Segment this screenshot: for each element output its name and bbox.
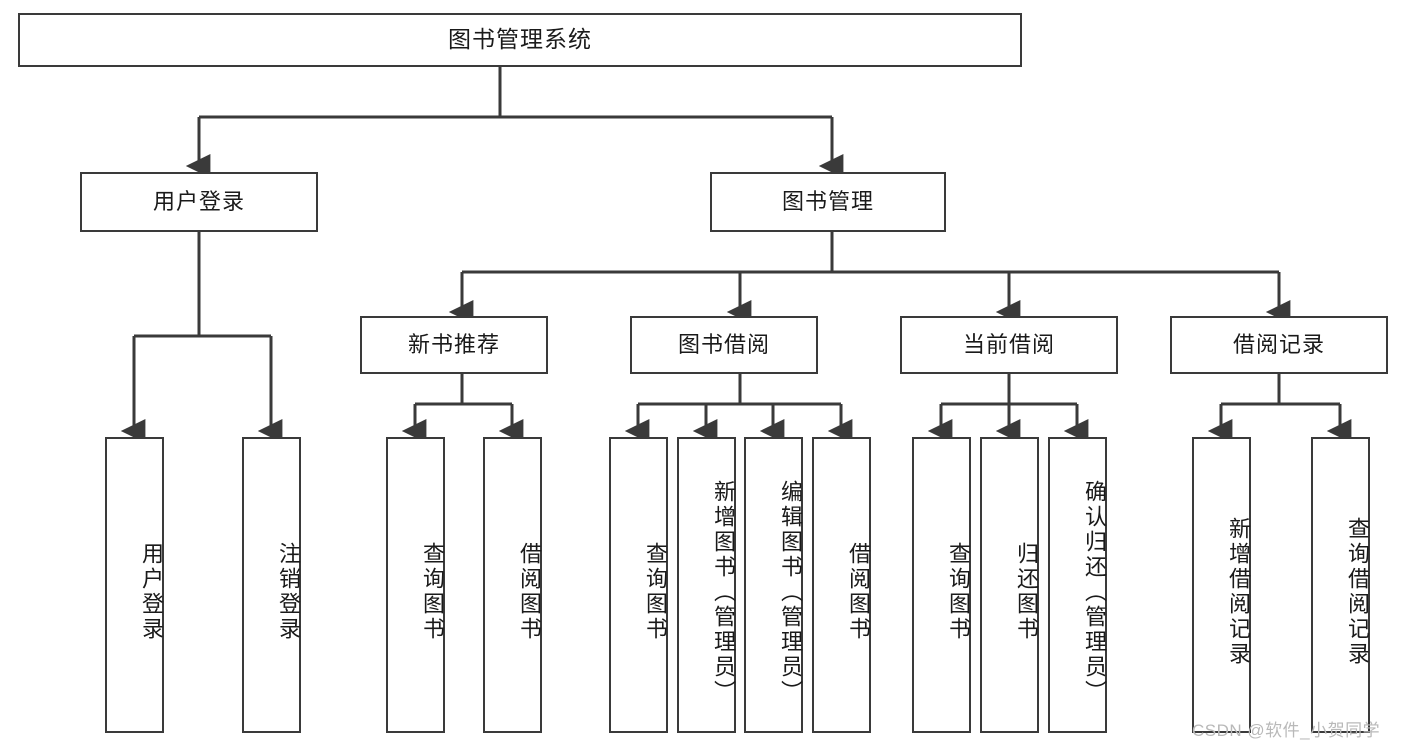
node-label: 当前借阅 [962,331,1055,357]
node-label: 新书推荐 [407,331,500,357]
node-label: 用户登录 [139,542,164,642]
node-new-book-recommend[interactable]: 新书推荐 [360,316,548,374]
leaf-borrow-add-book[interactable]: 新增图书（管理员） [677,437,736,733]
node-label: 借阅图书 [517,542,542,642]
leaf-record-query[interactable]: 查询借阅记录 [1311,437,1370,733]
node-label: 归还图书 [1014,542,1039,642]
csdn-watermark: CSDN @软件_小贺同学 [1192,721,1381,740]
node-current-borrow[interactable]: 当前借阅 [900,316,1118,374]
leaf-new-book-borrow[interactable]: 借阅图书 [483,437,542,733]
leaf-borrow-edit-book[interactable]: 编辑图书（管理员） [744,437,803,733]
node-label: 查询图书 [420,542,445,642]
node-label: 新增图书（管理员） [711,479,736,705]
node-label: 编辑图书（管理员） [778,479,803,705]
node-label: 借阅图书 [846,542,871,642]
node-label: 图书借阅 [677,331,770,357]
node-borrow-record[interactable]: 借阅记录 [1170,316,1388,374]
node-label: 查询图书 [643,542,668,642]
node-label: 图书管理 [781,188,874,214]
leaf-current-return[interactable]: 归还图书 [980,437,1039,733]
leaf-user-login-login[interactable]: 用户登录 [105,437,164,733]
node-label: 查询借阅记录 [1345,517,1370,667]
node-label: 借阅记录 [1232,331,1325,357]
node-root-system[interactable]: 图书管理系统 [18,13,1022,67]
node-label: 图书管理系统 [448,26,592,53]
leaf-user-login-logout[interactable]: 注销登录 [242,437,301,733]
leaf-current-query[interactable]: 查询图书 [912,437,971,733]
node-label: 用户登录 [152,188,245,214]
leaf-borrow-borrow-book[interactable]: 借阅图书 [812,437,871,733]
node-book-management[interactable]: 图书管理 [710,172,946,232]
node-label: 查询图书 [946,542,971,642]
leaf-record-add[interactable]: 新增借阅记录 [1192,437,1251,733]
node-book-borrow[interactable]: 图书借阅 [630,316,818,374]
node-user-login[interactable]: 用户登录 [80,172,318,232]
leaf-new-book-query[interactable]: 查询图书 [386,437,445,733]
leaf-borrow-query[interactable]: 查询图书 [609,437,668,733]
leaf-current-confirm-return[interactable]: 确认归还（管理员） [1048,437,1107,733]
node-label: 确认归还（管理员） [1082,479,1107,705]
node-label: 注销登录 [276,542,301,642]
node-label: 新增借阅记录 [1226,517,1251,667]
